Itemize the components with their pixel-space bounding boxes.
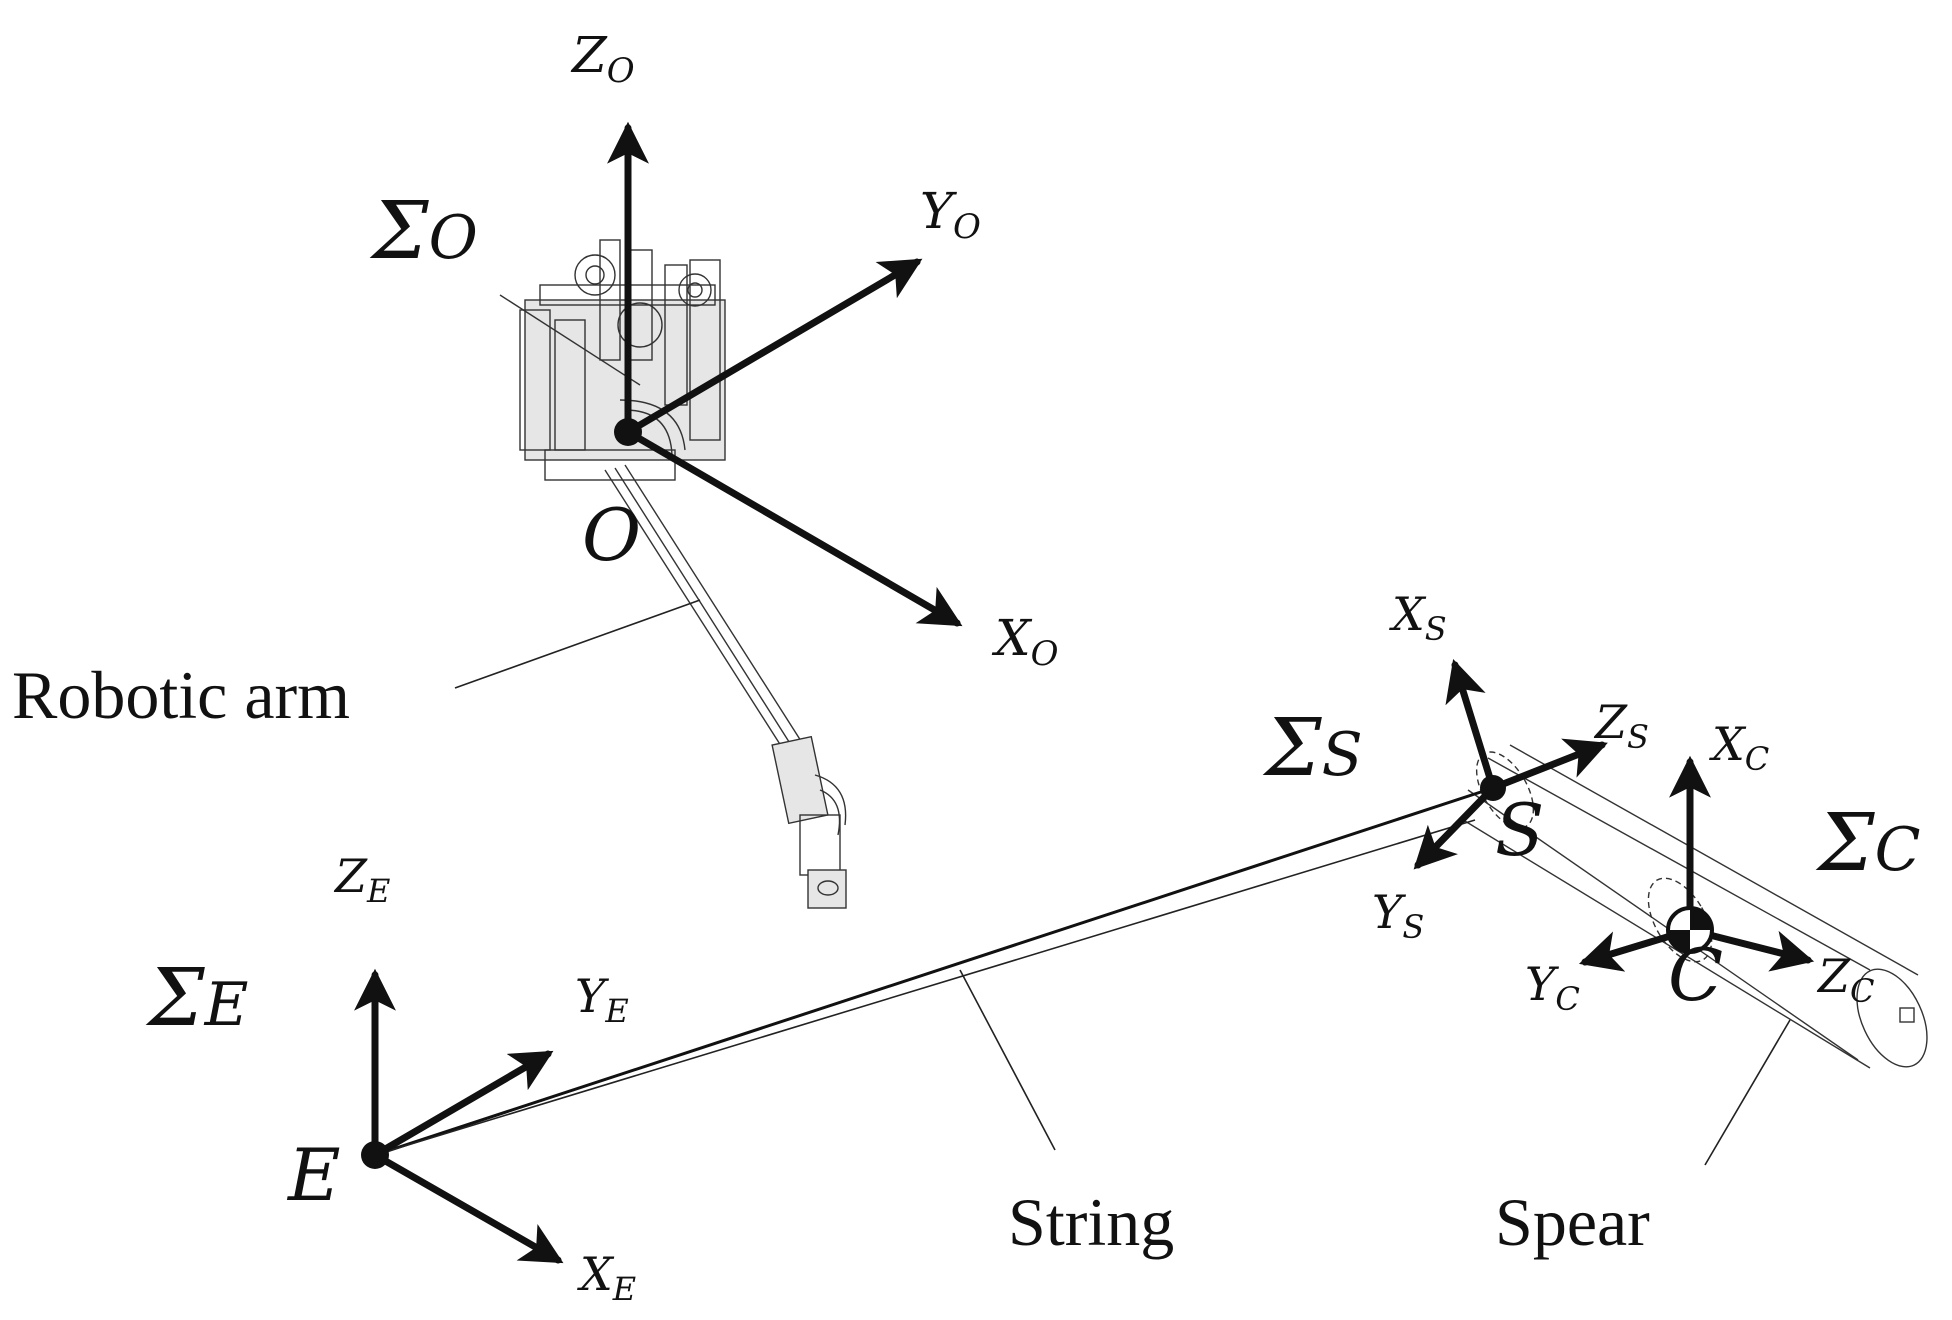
y-e-axis <box>371 1050 554 1159</box>
string-line <box>374 786 1494 1157</box>
origin-c-label: C <box>1668 933 1723 1017</box>
robotic-arm-label: Robotic arm <box>12 657 350 733</box>
x-s-axis <box>1445 658 1497 792</box>
robotic-arm-leader <box>454 599 701 689</box>
x-c-label: XC <box>1709 717 1769 778</box>
z-s-axis <box>1489 738 1608 792</box>
origin-o-point <box>614 418 642 446</box>
z-o-label: ZO <box>570 26 635 91</box>
spear-label: Spear <box>1495 1184 1650 1260</box>
frame-e: ZE YE XE E ΣE <box>145 849 636 1308</box>
origin-s-label: S <box>1495 788 1544 872</box>
y-e-label: YE <box>575 969 629 1030</box>
z-e-label: ZE <box>333 849 390 910</box>
origin-o-label: O <box>582 493 641 577</box>
x-e-axis <box>371 1151 564 1264</box>
y-s-axis <box>1413 784 1497 870</box>
robotic-arm-drawing <box>499 239 847 909</box>
y-o-axis <box>624 258 923 436</box>
sigma-c-label: ΣC <box>1815 796 1920 889</box>
origin-e-label: E <box>286 1133 341 1217</box>
y-s-label: YS <box>1372 885 1424 946</box>
frame-c: XC ZC YC C ΣC <box>1525 717 1920 1018</box>
z-s-label: ZS <box>1593 695 1649 756</box>
string-lower-line <box>374 819 1476 1156</box>
origin-s-point <box>1480 775 1506 801</box>
z-c-label: ZC <box>1816 949 1874 1010</box>
x-s-label: XS <box>1389 587 1447 648</box>
sigma-o-label: ΣO <box>369 184 478 277</box>
y-c-label: YC <box>1525 957 1580 1018</box>
sigma-s-label: ΣS <box>1262 701 1363 794</box>
y-o-label: YO <box>920 182 981 247</box>
center-of-mass-icon <box>1666 906 1714 954</box>
string-leader <box>959 969 1056 1151</box>
x-o-axis <box>624 428 963 627</box>
spear-leader <box>1704 1019 1791 1166</box>
string-label: String <box>1008 1184 1174 1260</box>
frame-s: XS ZS YS S ΣS <box>1262 587 1649 946</box>
origin-e-point <box>361 1141 389 1169</box>
x-e-label: XE <box>577 1247 636 1308</box>
x-o-label: XO <box>991 609 1059 674</box>
sigma-e-label: ΣE <box>145 951 248 1044</box>
frame-o: ZO YO XO O ΣO <box>369 26 1059 674</box>
